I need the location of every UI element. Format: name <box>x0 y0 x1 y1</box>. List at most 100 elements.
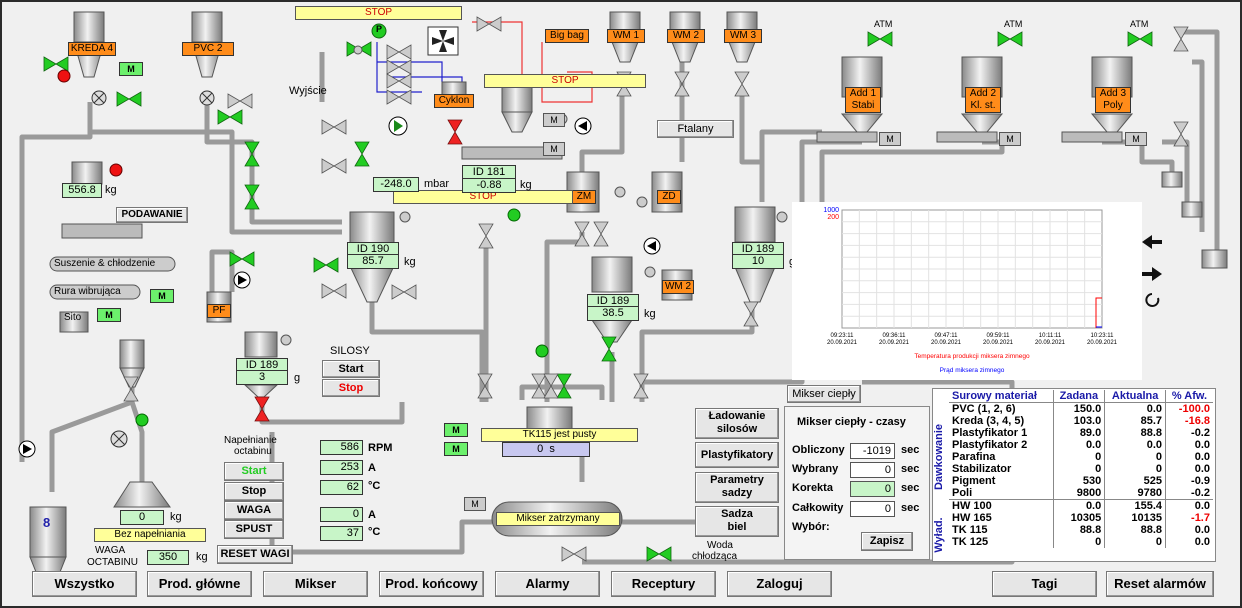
zm-tag[interactable]: ZM <box>572 190 596 204</box>
nav-alarmy[interactable]: Alarmy <box>495 571 600 597</box>
wm2-lower-tag[interactable]: WM 2 <box>662 280 694 294</box>
plastyfikatory-button[interactable]: Plastyfikatory <box>695 442 779 468</box>
silosy-start-button[interactable]: Start <box>322 360 380 378</box>
table-cell: 0.0 <box>1165 451 1213 463</box>
calkowity-label: Całkowity <box>792 502 844 514</box>
table-cell: 10305 <box>1052 512 1105 524</box>
temp1-value: 62 <box>320 480 363 495</box>
podawanie-button[interactable]: PODAWANIE <box>116 207 188 223</box>
octabin-spust-button[interactable]: SPUST <box>224 520 284 539</box>
zapisz-button[interactable]: Zapisz <box>861 532 913 551</box>
wm1-tag[interactable]: WM 1 <box>607 29 645 43</box>
silosy-stop-button[interactable]: Stop <box>322 379 380 397</box>
wylad-text: Wyład. <box>933 517 945 553</box>
korekta-value[interactable]: 0 <box>850 481 895 497</box>
suszenie-label[interactable]: Suszenie & chłodzenie <box>54 258 156 269</box>
korekta-label: Korekta <box>792 482 833 494</box>
nav-prod-koncowy[interactable]: Prod. końcowy <box>379 571 484 597</box>
motor-add3[interactable]: M <box>1125 132 1147 146</box>
weigh-hopper-value: 556.8 <box>62 183 102 198</box>
nav-mikser[interactable]: Mikser <box>263 571 368 597</box>
napelnianie-label: Napełnianie <box>224 435 277 446</box>
atm-label-2: ATM <box>1004 19 1023 29</box>
pf-tag[interactable]: PF <box>207 304 231 318</box>
motor-add1[interactable]: M <box>879 132 901 146</box>
chart-x-tick-time: 10:23:11 <box>1091 333 1115 339</box>
table-cell: Pigment <box>952 475 996 487</box>
table-cell: Poli <box>952 487 973 499</box>
wybrany-value[interactable]: 0 <box>850 462 895 478</box>
chart-x-tick-time: 09:36:11 <box>883 333 907 339</box>
tk115-status-bar: TK115 jest pusty <box>481 428 638 442</box>
waga-octabinu-value: 350 <box>147 550 189 565</box>
chart-x-tick-time: 09:59:11 <box>987 333 1011 339</box>
nav-zaloguj[interactable]: Zaloguj <box>727 571 832 597</box>
reset-wagi-button[interactable]: RESET WAGI <box>217 545 293 564</box>
materials-header-cell: Aktualna <box>1104 390 1166 403</box>
nav-receptury[interactable]: Receptury <box>611 571 716 597</box>
motor-cyklon[interactable]: M <box>543 113 565 127</box>
motor-tk115-1[interactable]: M <box>444 423 468 437</box>
table-cell: HW 165 <box>952 512 992 524</box>
zd-tag[interactable]: ZD <box>657 190 681 204</box>
table-cell: -16.8 <box>1165 415 1213 427</box>
octabin-waga-button[interactable]: WAGA <box>224 501 284 520</box>
motor-kreda4[interactable]: M <box>119 62 143 76</box>
sito-label[interactable]: Sito <box>64 312 82 323</box>
pvc2-tag[interactable]: PVC 2 <box>182 42 234 56</box>
chart-y-max-blue: 1000 <box>823 207 839 214</box>
table-cell: 89.0 <box>1052 427 1105 439</box>
materials-header-cell: Surowy materiał <box>949 390 1053 403</box>
wm3-tag[interactable]: WM 3 <box>724 29 762 43</box>
atm-label-1: ATM <box>874 19 893 29</box>
chart-x-tick-date: 20.09.2021 <box>983 340 1014 346</box>
mbar-unit: mbar <box>424 178 450 190</box>
bigbag-tag[interactable]: Big bag <box>545 29 589 43</box>
mikser-cieply-button[interactable]: Mikser ciepły <box>787 385 861 403</box>
motor-tk115-2[interactable]: M <box>444 442 468 456</box>
tk115-time-unit: s <box>549 443 555 455</box>
motor-screw[interactable]: M <box>543 142 565 156</box>
table-cell: 10135 <box>1104 512 1166 524</box>
dawkowanie-text: Dawkowanie <box>933 423 945 491</box>
motor-sito[interactable]: M <box>97 308 121 322</box>
chart-legend-blue: Prąd miksera zimnego <box>940 367 1005 374</box>
motor-rura[interactable]: M <box>150 289 174 303</box>
nav-prod-glowne[interactable]: Prod. główne <box>147 571 252 597</box>
silo-number: 8 <box>43 515 51 530</box>
octabin-stop-button[interactable]: Stop <box>224 482 284 501</box>
ftalany-button[interactable]: Ftalany <box>657 120 734 138</box>
wm2-tag[interactable]: WM 2 <box>667 29 705 43</box>
nav-tagi[interactable]: Tagi <box>992 571 1097 597</box>
temp1-unit: °C <box>368 480 381 492</box>
sadza-line2: biel <box>727 521 747 533</box>
motor-add2[interactable]: M <box>999 132 1021 146</box>
weigh-hopper-unit: kg <box>105 184 117 196</box>
nav-reset-alarmow[interactable]: Reset alarmów <box>1106 571 1214 597</box>
rura-label[interactable]: Rura wibrująca <box>54 286 121 297</box>
table-cell: 0.0 <box>1165 463 1213 475</box>
nav-wszystko[interactable]: Wszystko <box>32 571 137 597</box>
motor-mikser[interactable]: M <box>464 497 486 511</box>
woda-label: Woda <box>707 540 733 551</box>
materials-header-cell: Zadana <box>1052 390 1105 403</box>
octabin-start-button[interactable]: Start <box>224 462 284 481</box>
wyjscie-label: Wyjście <box>289 85 327 97</box>
add1-label: Add 1 <box>849 88 877 99</box>
amp1-value: 253 <box>320 460 363 475</box>
silosy-label: SILOSY <box>330 345 370 357</box>
cyklon-tag[interactable]: Cyklon <box>434 94 474 108</box>
kreda4-tag[interactable]: KREDA 4 <box>68 42 116 56</box>
id189-left-unit: g <box>294 372 301 384</box>
